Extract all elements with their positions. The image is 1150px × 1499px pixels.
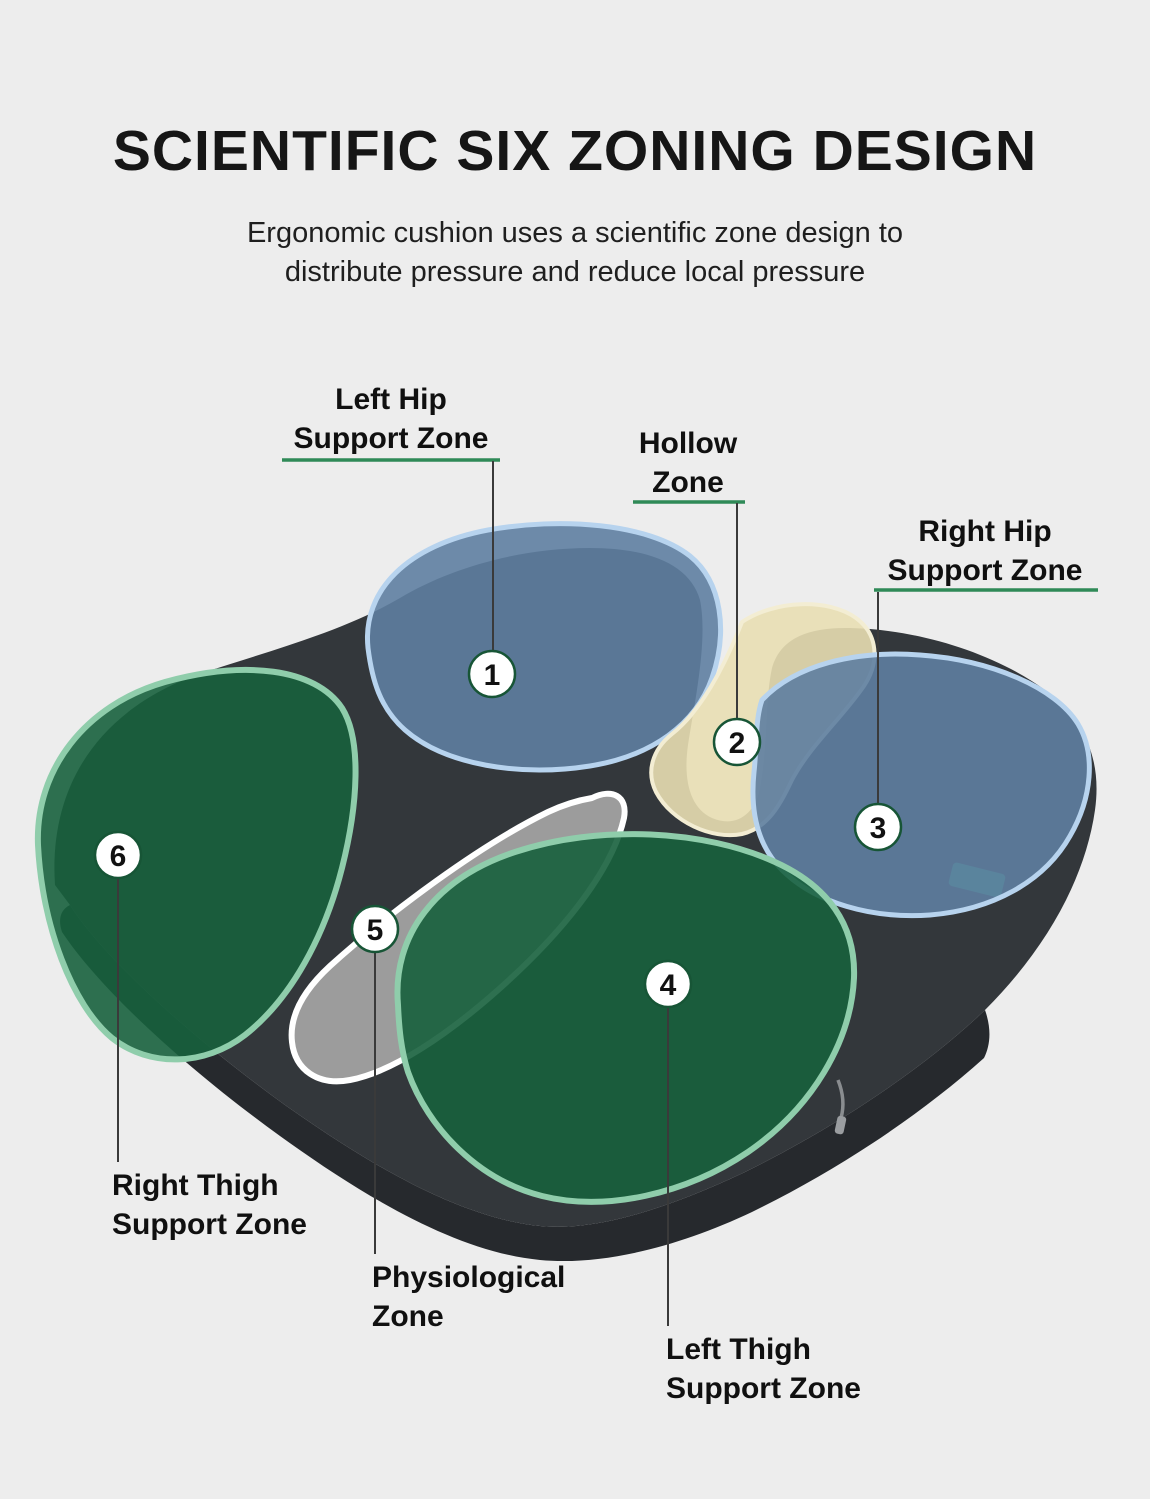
zone-4-label: Left Thigh Support Zone: [666, 1330, 926, 1408]
zone-3-label: Right Hip Support Zone: [866, 512, 1104, 590]
subtitle-line-1: Ergonomic cushion uses a scientific zone…: [246, 217, 904, 249]
zone-6-label-line-2: Support Zone: [112, 1208, 307, 1241]
zone-2-label-line-1: Hollow: [638, 427, 738, 460]
zone-2-marker-circle: [712, 717, 762, 767]
zone-3-label-line-1: Right Hip: [918, 515, 1052, 548]
zone-4-overlay: [394, 831, 858, 1205]
zone-2-label: Hollow Zone: [628, 424, 748, 502]
zone-5-label-line-1: Physiological: [372, 1261, 566, 1294]
zone-5-label-line-2: Zone: [372, 1300, 444, 1333]
zone-3-label-line-2: Support Zone: [887, 554, 1083, 587]
zone-1-marker-number: 1: [484, 659, 501, 692]
zone-1-label: Left Hip Support Zone: [280, 380, 502, 458]
zone-4-marker-circle: [643, 959, 693, 1009]
zone-6-marker: 6: [93, 830, 143, 880]
zone-3-overlay: [750, 651, 1092, 919]
zone-4-marker-number: 4: [660, 969, 677, 1002]
zone-3-marker-number: 3: [870, 812, 887, 845]
zone-3-marker: 3: [853, 802, 903, 852]
zone-2-marker-number: 2: [729, 727, 746, 760]
zone-4-label-line-2: Support Zone: [666, 1372, 861, 1405]
zone-1-marker-circle: [467, 649, 517, 699]
cushion-side-face: [60, 905, 990, 1262]
zone-5-marker-circle: [350, 904, 400, 954]
zone-2-label-line-2: Zone: [652, 466, 724, 499]
zone-5-label: Physiological Zone: [372, 1258, 632, 1336]
zipper-pull: [834, 1079, 847, 1135]
zone-4-marker: 4: [643, 959, 693, 1009]
zone-2-marker: 2: [712, 717, 762, 767]
zone-5-marker: 5: [350, 904, 400, 954]
zone-4-label-line-1: Left Thigh: [666, 1333, 811, 1366]
zone-6-label-line-1: Right Thigh: [112, 1169, 279, 1202]
zone-1-label-line-1: Left Hip: [335, 383, 447, 416]
zone-3-marker-circle: [853, 802, 903, 852]
zone-1-overlay: [364, 521, 724, 773]
zone-1-label-line-2: Support Zone: [293, 422, 489, 455]
zone-1-marker: 1: [467, 649, 517, 699]
zone-6-label: Right Thigh Support Zone: [112, 1166, 372, 1244]
subtitle-line-2: distribute pressure and reduce local pre…: [284, 256, 866, 288]
page-title: SCIENTIFIC SIX ZONING DESIGN: [112, 119, 1038, 183]
subtitle: Ergonomic cushion uses a scientific zone…: [0, 214, 1150, 292]
zone-6-marker-circle: [93, 830, 143, 880]
zone-6-marker-number: 6: [110, 840, 127, 873]
zone-5-marker-number: 5: [367, 914, 384, 947]
